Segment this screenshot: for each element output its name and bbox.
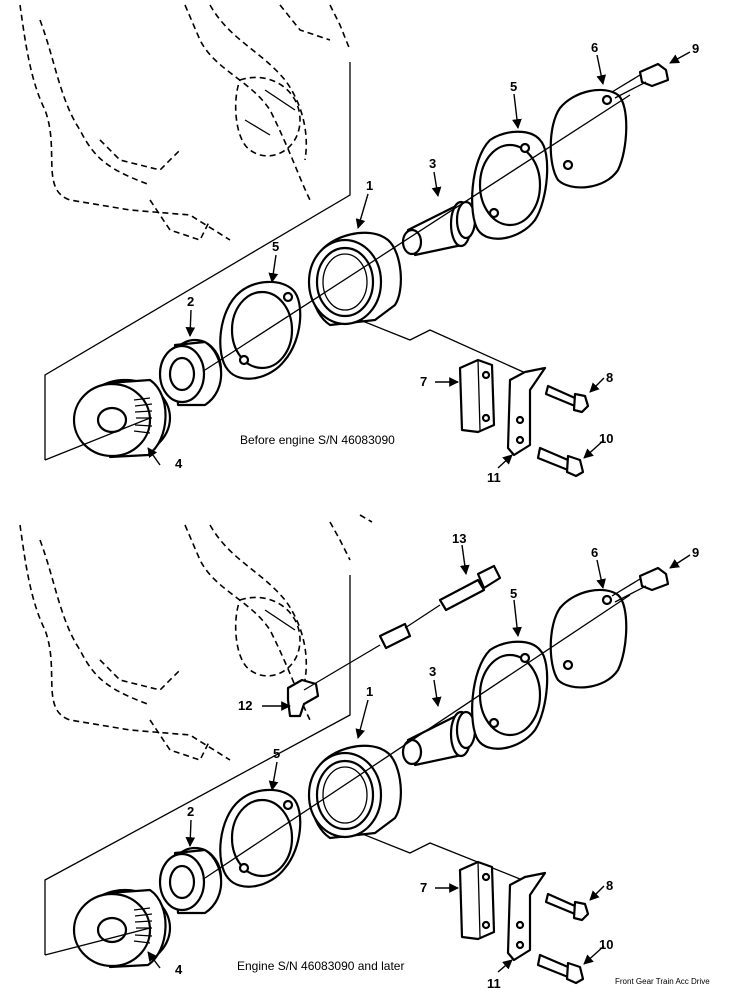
callout-5a: 5 [273,746,280,761]
callout-3: 3 [429,156,436,171]
callouts-top: 1 2 3 4 5 5 6 7 8 9 10 11 [175,40,699,485]
mounting-plane-outline-2 [44,575,351,955]
part-2-bearing-2 [158,846,223,915]
caption-bottom: Engine S/N 46083090 and later [237,959,404,973]
callout-5b: 5 [510,586,517,601]
part-4-gear-2 [72,888,172,969]
part-8-screw [544,384,590,414]
callout-7: 7 [420,374,427,389]
part-9-bolt-2 [611,566,670,603]
engine-housing-outline [19,4,351,241]
callout-2: 2 [187,804,194,819]
callout-4: 4 [175,962,183,977]
callout-10: 10 [599,937,613,952]
part-3-shaft [401,200,477,257]
callout-11: 11 [487,976,501,991]
callout-5b: 5 [510,79,517,94]
caption-top: Before engine S/N 46083090 [240,433,395,447]
assembly-axis [44,94,631,461]
part-11-bracket [506,366,547,457]
part-7-bracket [458,358,496,434]
callout-3: 3 [429,664,436,679]
part-7-bracket-2 [458,860,496,941]
part-10-screw [536,446,585,478]
part-5-gasket-outer-2 [471,640,549,750]
callout-1: 1 [366,684,373,699]
callout-8: 8 [606,370,613,385]
assembly-axis-2 [44,594,631,956]
part-5-gasket-inner-2 [219,788,302,888]
part-10-screw-2 [536,953,585,985]
callout-11: 11 [487,470,501,485]
part-6-cover [549,88,628,189]
callout-13: 13 [452,531,466,546]
engine-housing-outline-2 [19,514,373,761]
part-9-bolt [611,62,670,99]
callouts-bottom: 1 2 3 4 5 5 6 7 8 9 10 11 12 13 [175,531,699,991]
part-13-sensor [378,564,502,650]
view-before-sn: 1 2 3 4 5 5 6 7 8 9 10 11 Before engine … [19,4,699,485]
part-2-bearing [158,338,223,407]
callout-4: 4 [175,456,183,471]
callout-2: 2 [187,294,194,309]
part-5-gasket-outer [471,130,549,240]
callout-9: 9 [692,41,699,56]
part-8-screw-2 [544,892,590,922]
footer-label: Front Gear Train Acc Drive [615,977,710,986]
callout-7: 7 [420,880,427,895]
part-5-gasket-inner [219,280,302,380]
part-1-housing-2 [307,744,531,884]
part-3-shaft-2 [401,710,477,767]
callout-5a: 5 [272,239,279,254]
view-after-sn: 1 2 3 4 5 5 6 7 8 9 10 11 12 13 Engine S… [19,514,699,991]
part-1-housing [307,231,531,376]
part-6-cover-2 [549,588,628,689]
callout-9: 9 [692,545,699,560]
part-11-bracket-2 [506,871,547,962]
part-4-gear [72,378,172,459]
callout-1: 1 [366,178,373,193]
callout-10: 10 [599,431,613,446]
callout-12: 12 [238,698,252,713]
mounting-plane-outline [44,62,351,460]
callout-6: 6 [591,40,598,55]
callout-6: 6 [591,545,598,560]
callout-8: 8 [606,878,613,893]
